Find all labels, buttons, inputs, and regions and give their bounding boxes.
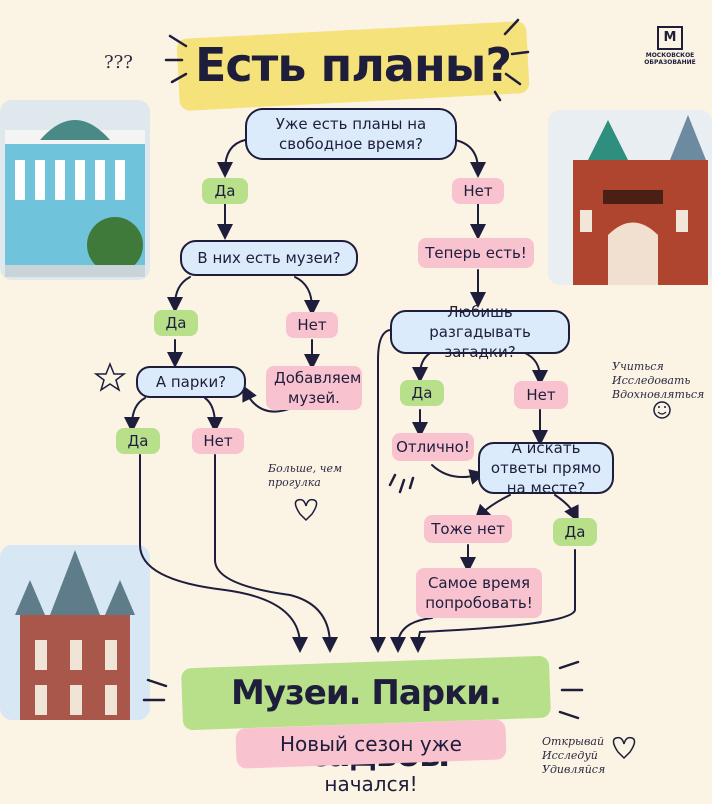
logo-text: МОСКОВСКОЕ ОБРАЗОВАНИЕ bbox=[644, 52, 696, 66]
question-search-answers-on-site: А искать ответы прямо на месте? bbox=[478, 439, 614, 497]
answer-no-parks: Нет bbox=[192, 428, 244, 454]
question-free-time-plans: Уже есть планы на свободное время? bbox=[245, 108, 457, 160]
page-title: Есть планы? bbox=[194, 38, 512, 92]
question-marks-doodle: ??? bbox=[104, 52, 133, 73]
excellent: Отлично! bbox=[392, 433, 474, 461]
logo-mark: M bbox=[657, 26, 683, 50]
note-open-explore-wonder: Открывай Исследуй Удивляйся bbox=[542, 735, 606, 776]
bottom-title: Музеи. Парки. Усадьбы bbox=[231, 673, 502, 775]
museum-building-photo bbox=[0, 100, 150, 280]
manor-palace-photo bbox=[0, 545, 150, 720]
question-parks: А парки? bbox=[136, 366, 246, 398]
question-like-riddles: Любишь разгадывать загадки? bbox=[390, 303, 570, 361]
answer-yes-riddles: Да bbox=[400, 380, 444, 406]
answer-yes-museums: Да bbox=[154, 310, 198, 336]
answer-no-riddles: Нет bbox=[514, 381, 568, 409]
answer-also-no: Тоже нет bbox=[424, 515, 512, 543]
time-to-try: Самое время попробовать! bbox=[416, 568, 542, 618]
answer-yes-on-site: Да bbox=[553, 518, 597, 546]
answer-yes-parks: Да bbox=[116, 428, 160, 454]
answer-no-museums: Нет bbox=[286, 312, 338, 338]
red-brick-building-photo bbox=[548, 110, 712, 285]
bottom-subtitle: Новый сезон уже начался! bbox=[280, 732, 462, 796]
now-you-have-plans: Теперь есть! bbox=[418, 238, 534, 268]
note-more-than-a-walk: Больше, чем прогулка bbox=[268, 462, 343, 489]
question-museums-included: В них есть музеи? bbox=[180, 240, 358, 276]
add-museum: Добавляем музей. bbox=[266, 366, 362, 410]
answer-no-plans: Нет bbox=[452, 178, 504, 204]
note-learn-explore-inspire: Учиться Исследовать Вдохновляться bbox=[612, 360, 705, 401]
answer-yes-plans: Да bbox=[202, 178, 248, 204]
